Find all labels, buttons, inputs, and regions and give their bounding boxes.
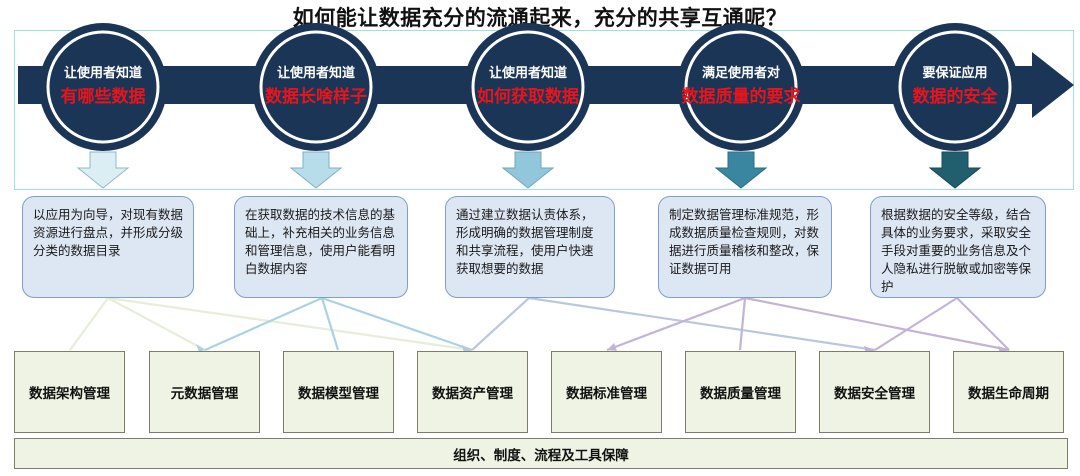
- mgmt-box-quality: 数据质量管理: [685, 351, 796, 433]
- down-arrow-icon-4: [714, 151, 768, 189]
- mgmt-box-asset: 数据资产管理: [417, 351, 528, 433]
- description-box-5: 根据数据的安全等级，结合具体的业务要求，采取安全手段对重要的业务信息及个人隐私进…: [870, 196, 1046, 298]
- step-2-text: 让使用者知道 数据长啥样子: [251, 65, 381, 108]
- description-box-1: 以应用为向导，对现有数据资源进行盘点，并形成分级分类的数据目录: [22, 196, 194, 298]
- description-box-2: 在获取数据的技术信息的基础上，补充相关的业务信息和管理信息，使用户能看明白数据内…: [234, 196, 408, 298]
- connector-lines: [69, 296, 1010, 352]
- step-4-highlight: 数据质量的要求: [681, 87, 801, 107]
- step-1-text: 让使用者知道 有哪些数据: [38, 65, 168, 108]
- description-box-3: 通过建立数据认责体系，形成明确的数据管理制度和共享流程，使用户快速获取想要的数据: [445, 196, 615, 298]
- step-circle-2: [252, 23, 380, 151]
- step-circle-4: [677, 23, 805, 151]
- step-3-text: 让使用者知道 如何获取数据: [463, 65, 593, 108]
- step-4-text: 满足使用者对 数据质量的要求: [676, 65, 806, 108]
- footer-support-bar: 组织、制度、流程及工具保障: [14, 438, 1068, 469]
- mgmt-box-architecture: 数据架构管理: [14, 351, 125, 433]
- down-arrow-icon-1: [76, 151, 130, 189]
- step-circle-3: [464, 23, 592, 151]
- mgmt-box-metadata: 元数据管理: [149, 351, 260, 433]
- step-2-subtitle: 让使用者知道: [276, 66, 355, 81]
- step-1-highlight: 有哪些数据: [60, 87, 146, 107]
- step-3-subtitle: 让使用者知道: [488, 66, 567, 81]
- step-4-subtitle: 满足使用者对: [701, 66, 780, 81]
- step-circle-5: [891, 23, 1019, 151]
- mgmt-box-standard: 数据标准管理: [551, 351, 662, 433]
- timeline-arrowhead-icon: [1032, 52, 1074, 118]
- down-arrow-icon-2: [289, 151, 343, 189]
- step-1-subtitle: 让使用者知道: [63, 66, 142, 81]
- mgmt-box-lifecycle: 数据生命周期: [953, 351, 1064, 433]
- step-2-highlight: 数据长啥样子: [265, 87, 367, 107]
- step-5-highlight: 数据的安全: [912, 87, 998, 107]
- mgmt-box-security: 数据安全管理: [819, 351, 930, 433]
- description-box-4: 制定数据管理标准规范，形成数据质量检查规则，对数据进行质量稽核和整改，保证数据可…: [658, 196, 832, 298]
- step-5-text: 要保证应用 数据的安全: [890, 65, 1020, 108]
- step-3-highlight: 如何获取数据: [477, 87, 579, 107]
- step-5-subtitle: 要保证应用: [922, 66, 988, 81]
- mgmt-box-model: 数据模型管理: [283, 351, 394, 433]
- step-circle-1: [39, 23, 167, 151]
- down-arrow-icon-5: [928, 151, 982, 189]
- down-arrow-icon-3: [501, 151, 555, 189]
